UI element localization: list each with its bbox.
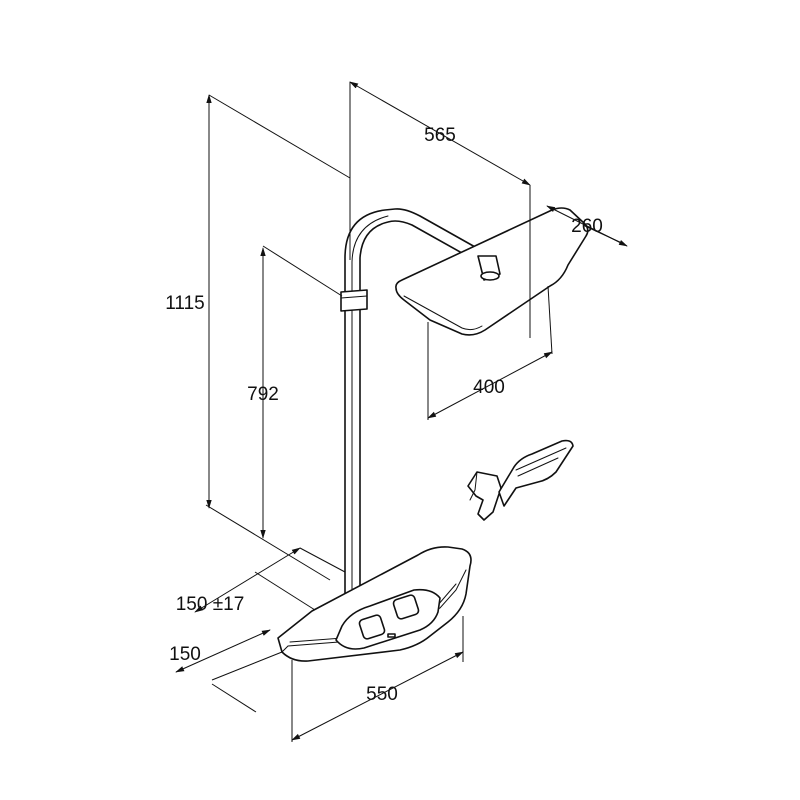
label-shelf-offset: 150 ±17 [176,594,245,615]
thermostat-shelf [277,546,472,662]
dimension-line-shelf-offset [194,547,301,613]
flow-knob [392,594,420,620]
label-total-height: 1115 [165,293,204,314]
hand-shower-holder [467,471,502,521]
dimension-line-arm-reach [349,81,531,186]
temperature-knob [358,614,386,640]
hand-shower [498,439,574,507]
hand-shower-and-holder [467,439,574,521]
column-clamp-edge [340,295,368,299]
extension-line [211,651,283,681]
extension-line [205,504,331,581]
label-shelf-depth: 150 [169,644,201,665]
label-head-depth: 260 [571,216,603,237]
dimension-lines [175,81,628,742]
dimension-line-shelf-depth [175,629,271,673]
panel-button [387,633,396,638]
extension-line [211,683,257,713]
extension-line [262,245,343,297]
extension-line [584,225,625,245]
label-shelf-width: 550 [366,684,398,705]
dimension-line-shelf-width [291,651,464,741]
hand-shower-face [515,447,567,471]
riser-pipe-edge [351,215,389,591]
label-column-height: 792 [247,384,279,405]
holder-edge [469,471,478,501]
extension-line [254,571,316,611]
overhead-shower-head [395,207,589,336]
dimension-labels: 1115 792 565 260 400 150 ±17 150 550 [165,125,603,705]
extension-line [299,547,346,573]
dimension-line-head-width [427,351,553,419]
extension-line [208,94,351,179]
label-arm-reach: 565 [424,125,456,146]
extension-line [547,285,553,355]
label-head-width: 400 [473,377,505,398]
column-clamp [340,289,368,312]
head-connector-nut [480,271,500,281]
hand-shower-face-2 [517,457,559,477]
shower-head-edge [403,295,483,331]
